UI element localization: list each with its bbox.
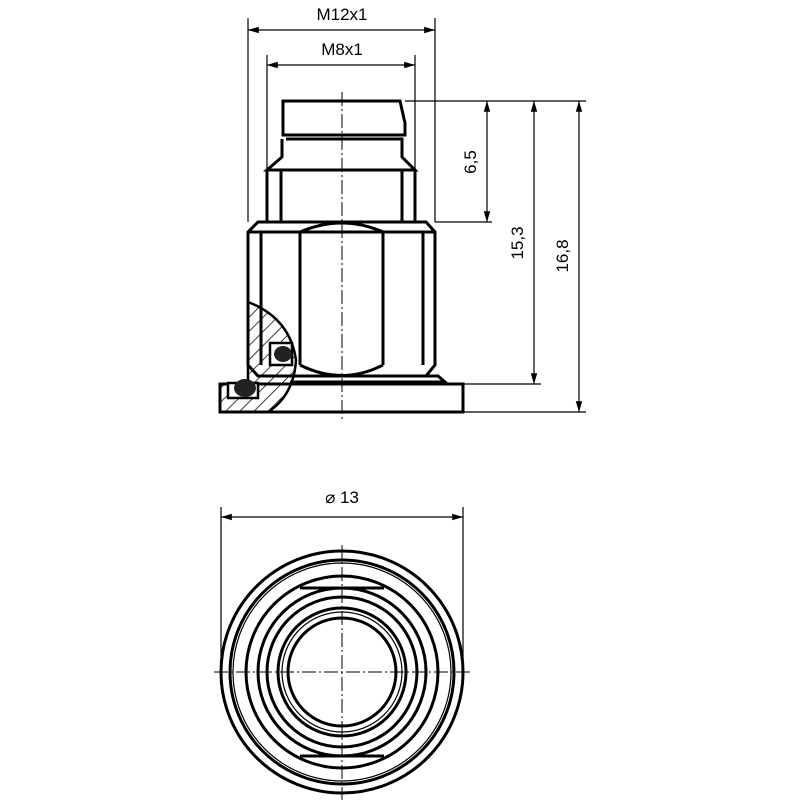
top-view xyxy=(214,545,470,800)
dim-m8x1: M8x1 xyxy=(321,40,363,59)
o-ring-lower xyxy=(234,379,256,397)
connector-head xyxy=(262,99,419,172)
dim-15-3: 15,3 xyxy=(508,226,527,259)
side-view xyxy=(218,92,465,422)
o-ring-upper xyxy=(274,346,292,362)
base-ring xyxy=(290,374,450,384)
dim-16-8: 16,8 xyxy=(553,239,572,272)
dim-6-5: 6,5 xyxy=(461,150,480,174)
thread-section xyxy=(265,170,417,222)
dim-m12x1: M12x1 xyxy=(316,5,367,24)
dim-diameter-13: ⌀ 13 xyxy=(325,488,359,507)
dimensions-top: ⌀ 13 xyxy=(220,488,464,672)
dimensions-side: M12x1 M8x1 6,5 15,3 16,8 xyxy=(247,5,586,413)
